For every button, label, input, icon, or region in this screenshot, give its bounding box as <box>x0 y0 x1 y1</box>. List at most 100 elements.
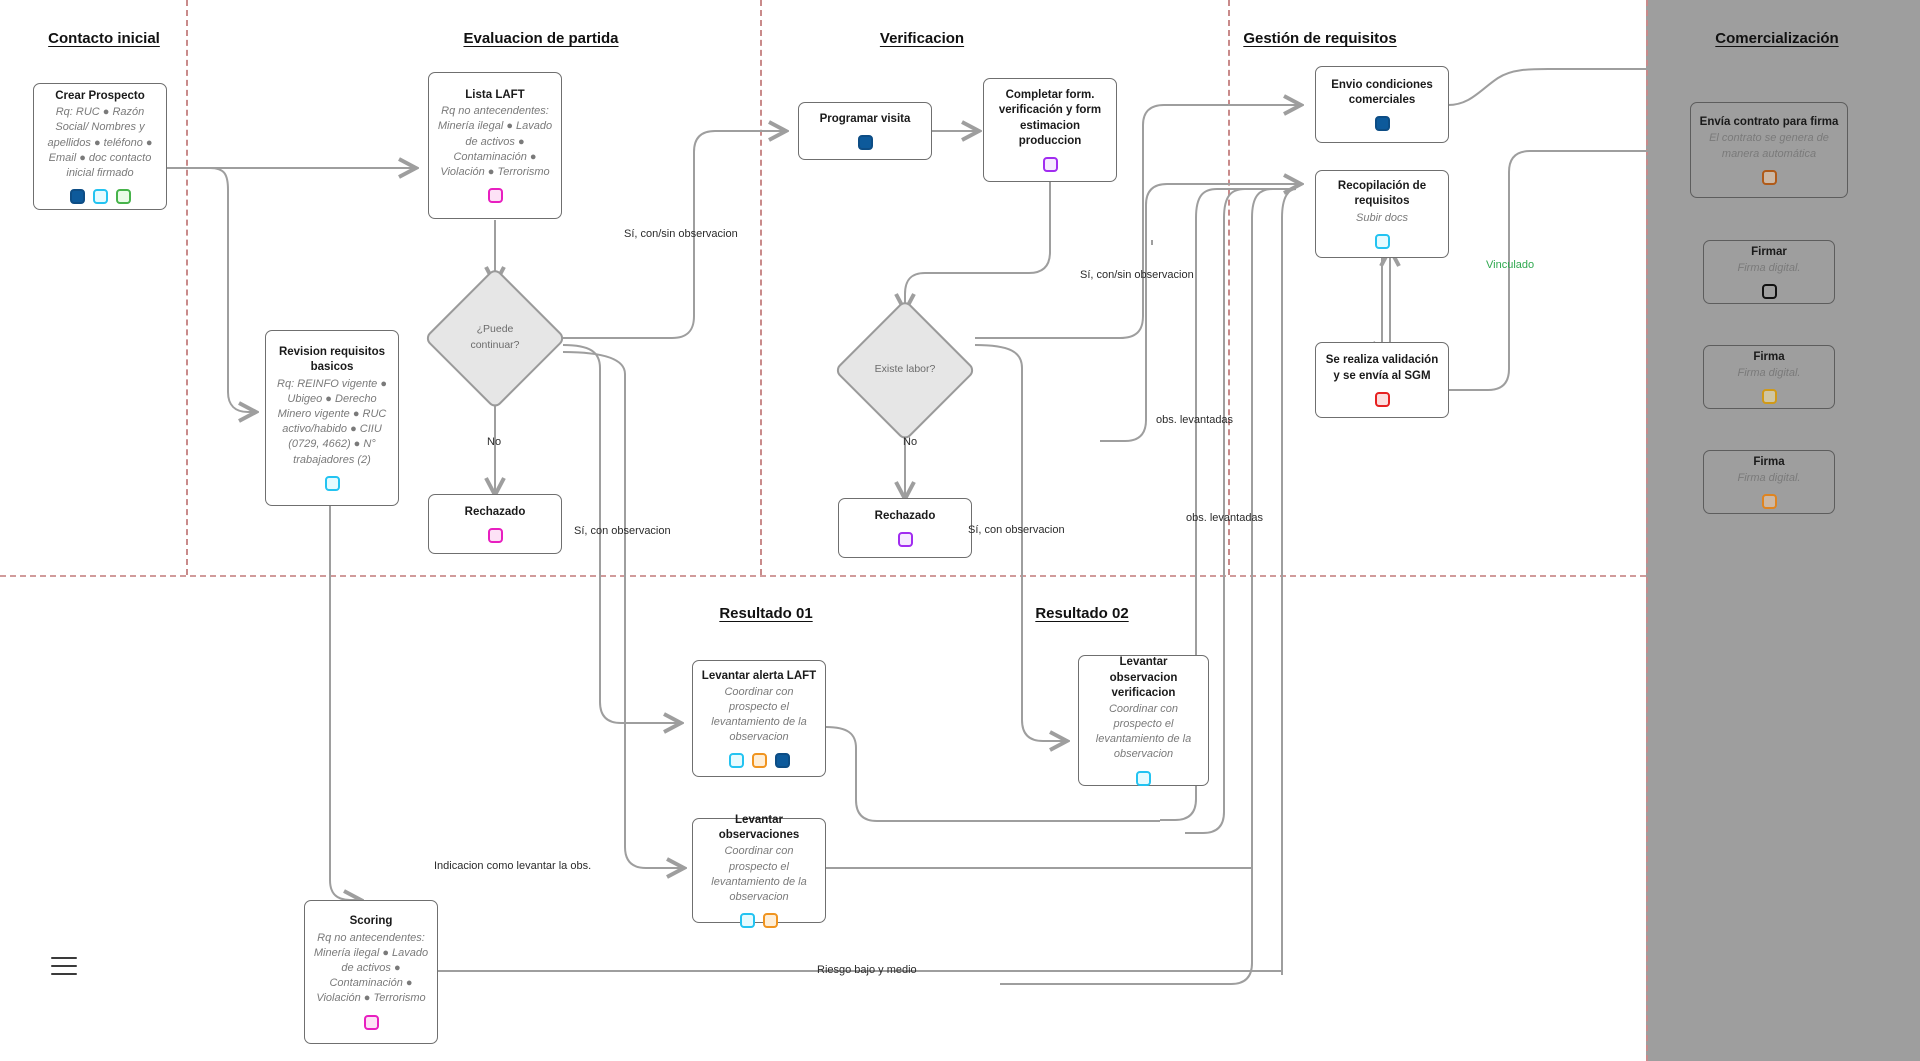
chip-red[interactable] <box>1374 391 1390 407</box>
edge-label-no-1: No <box>487 436 502 448</box>
node-firma-3[interactable]: Firma Firma digital. <box>1703 450 1835 514</box>
node-subtitle: Coordinar con prospecto el levantamiento… <box>711 685 807 744</box>
node-levantar-observacion-verificacion[interactable]: Levantar observacion verificacion Coordi… <box>1078 655 1209 786</box>
chip-dark-blue[interactable] <box>774 753 790 769</box>
node-title: Firma <box>1753 455 1785 468</box>
chip-row <box>363 1014 379 1030</box>
node-title: Revision requisitos basicos <box>278 346 386 374</box>
node-subtitle: Coordinar con prospecto el levantamiento… <box>1095 702 1192 761</box>
hamburger-bar-3 <box>51 972 77 975</box>
node-envia-contrato-para-firma[interactable]: Envía contrato para firma El contrato se… <box>1690 102 1848 198</box>
lane-divider-1 <box>186 0 188 575</box>
decision-puede-continuar[interactable]: ¿Puede continuar? <box>423 266 567 410</box>
node-subtitle: Firma digital. <box>1737 472 1801 484</box>
node-subtitle: Rq: REINFO vigente ● Ubigeo ● Derecho Mi… <box>277 377 387 466</box>
node-subtitle: Coordinar con prospecto el levantamiento… <box>711 845 807 903</box>
chip-light-cyan[interactable] <box>1136 770 1151 786</box>
edge-label-no-2: No <box>903 436 918 448</box>
chip-orange[interactable] <box>1761 494 1777 510</box>
node-subtitle: El contrato se genera de manera automáti… <box>1709 132 1829 160</box>
hamburger-menu-icon[interactable] <box>51 957 77 975</box>
node-subtitle: Rq no antecendentes: Minería ilegal ● La… <box>437 105 553 178</box>
decision-existe-labor[interactable]: Existe labor? <box>833 298 977 442</box>
chip-row <box>487 528 503 544</box>
chip-row <box>857 135 873 151</box>
chip-row <box>897 532 913 548</box>
edge-label-si-con-sin-observacion-2: Sí, con/sin observacion <box>1080 269 1194 281</box>
edge-label-obs-levantadas-1: obs. levantadas <box>1156 414 1234 426</box>
node-levantar-alerta-laft[interactable]: Levantar alerta LAFT Coordinar con prosp… <box>692 660 826 777</box>
lane-divider-3 <box>1228 0 1230 575</box>
node-subtitle: Firma digital. <box>1737 367 1801 379</box>
node-title: Rechazado <box>874 509 936 522</box>
chip-light-orange[interactable] <box>763 913 778 929</box>
chip-black[interactable] <box>1761 284 1777 300</box>
node-title: Envio condiciones comerciales <box>1331 78 1433 106</box>
chip-row <box>1374 391 1390 407</box>
chip-magenta[interactable] <box>363 1014 379 1030</box>
node-subtitle: Rq: RUC ● Razón Social/ Nombres y apelli… <box>47 106 153 179</box>
node-subtitle: Subir docs <box>1356 211 1408 224</box>
node-title: Programar visita <box>819 112 911 125</box>
chip-row <box>1761 494 1777 510</box>
node-validacion-sgm[interactable]: Se realiza validación y se envía al SGM <box>1315 342 1449 418</box>
node-envio-condiciones-comerciales[interactable]: Envio condiciones comerciales <box>1315 66 1449 143</box>
chip-light-cyan[interactable] <box>740 913 755 929</box>
node-rechazado-evaluacion[interactable]: Rechazado <box>428 494 562 554</box>
chip-light-cyan[interactable] <box>92 189 108 205</box>
diamond-shape <box>423 266 567 410</box>
node-title: Firma <box>1753 350 1785 363</box>
chip-row <box>1042 156 1058 172</box>
node-levantar-observaciones[interactable]: Levantar observaciones Coordinar con pro… <box>692 814 826 929</box>
chip-dark-blue[interactable] <box>1374 116 1390 132</box>
node-title: Se realiza validación y se envía al SGM <box>1325 354 1439 382</box>
node-crear-prospecto[interactable]: Crear Prospecto Rq: RUC ● Razón Social/ … <box>33 83 167 210</box>
node-recopilacion-de-requisitos[interactable]: Recopilación de requisitos Subir docs <box>1315 170 1449 258</box>
chip-row <box>1761 284 1777 300</box>
chip-light-cyan[interactable] <box>324 475 340 491</box>
node-firma-2[interactable]: Firma Firma digital. <box>1703 345 1835 409</box>
node-completar-form-verificacion[interactable]: Completar form. verificación y form esti… <box>983 78 1117 182</box>
node-title: Recopilación de requisitos <box>1337 180 1427 208</box>
lane-title-verificacion: Verificacion <box>879 30 965 47</box>
chip-dark-blue[interactable] <box>69 189 85 205</box>
chip-row <box>728 753 790 769</box>
chip-light-orange[interactable] <box>751 753 767 769</box>
node-subtitle: Firma digital. <box>1737 262 1801 274</box>
node-firmar[interactable]: Firmar Firma digital. <box>1703 240 1835 304</box>
node-title: Firmar <box>1751 245 1787 258</box>
chip-light-cyan[interactable] <box>1374 233 1390 249</box>
edge-label-indicacion-como-levantar: Indicacion como levantar la obs. <box>434 860 592 872</box>
node-programar-visita[interactable]: Programar visita <box>798 102 932 160</box>
chip-light-cyan[interactable] <box>728 753 744 769</box>
chip-magenta[interactable] <box>487 188 503 204</box>
section-title-resultado-01: Resultado 01 <box>719 605 813 622</box>
chip-row <box>324 475 340 491</box>
edge-label-si-con-sin-observacion-1: Sí, con/sin observacion <box>624 228 738 240</box>
chip-gold[interactable] <box>1761 389 1777 405</box>
node-rechazado-verificacion[interactable]: Rechazado <box>838 498 972 558</box>
chip-violet[interactable] <box>1042 156 1058 172</box>
node-title: Rechazado <box>464 505 526 518</box>
lane-title-gestion-de-requisitos: Gestión de requisitos <box>1243 30 1397 47</box>
section-divider-horizontal <box>0 575 1646 577</box>
chip-row <box>1374 116 1390 132</box>
node-revision-requisitos-basicos[interactable]: Revision requisitos basicos Rq: REINFO v… <box>265 330 399 506</box>
diamond-shape <box>833 298 977 442</box>
node-lista-laft[interactable]: Lista LAFT Rq no antecendentes: Minería … <box>428 72 562 219</box>
chip-magenta[interactable] <box>487 528 503 544</box>
node-scoring[interactable]: Scoring Rq no antecendentes: Minería ile… <box>304 900 438 1044</box>
chip-light-green[interactable] <box>115 189 131 205</box>
edge-label-obs-levantadas-2: obs. levantadas <box>1186 512 1264 524</box>
chip-dark-blue[interactable] <box>857 135 873 151</box>
chip-brown[interactable] <box>1761 169 1777 185</box>
node-title: Envía contrato para firma <box>1699 116 1839 129</box>
node-title: Scoring <box>349 915 393 928</box>
node-title: Levantar observaciones <box>718 813 800 842</box>
lane-title-evaluacion-de-partida: Evaluacion de partida <box>463 30 619 47</box>
lane-title-comercializacion: Comercialización <box>1715 30 1839 47</box>
lane-title-contacto-inicial: Contacto inicial <box>48 30 160 47</box>
chip-violet[interactable] <box>897 532 913 548</box>
node-title: Lista LAFT <box>465 88 525 101</box>
